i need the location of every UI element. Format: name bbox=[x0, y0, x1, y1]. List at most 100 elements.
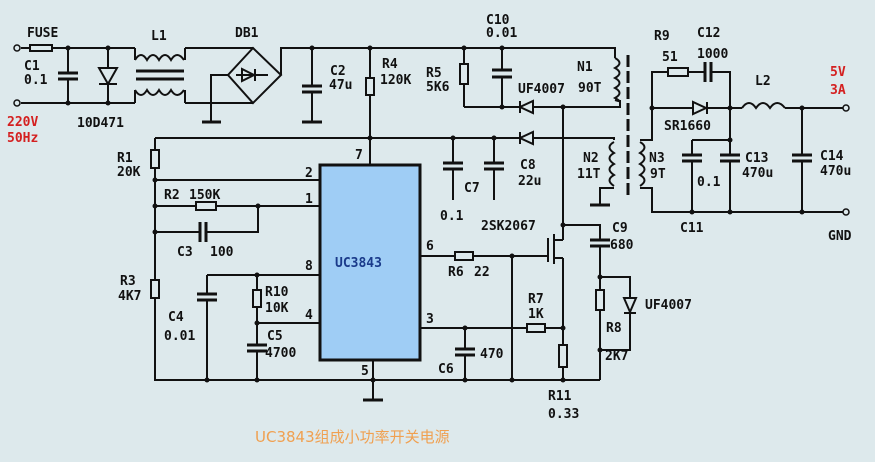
r8-value: 2K7 bbox=[605, 349, 628, 364]
r10-resistor bbox=[252, 289, 262, 308]
c6-name: C6 bbox=[438, 362, 454, 377]
q1-label: 2SK2067 bbox=[481, 219, 536, 234]
c12-name: C12 bbox=[697, 26, 720, 41]
d3-sr1660 bbox=[692, 100, 709, 116]
varistor-symbol bbox=[97, 67, 119, 87]
gnd-label: GND bbox=[828, 229, 852, 244]
r6-name: R6 bbox=[448, 265, 464, 280]
pin-5: 5 bbox=[361, 364, 369, 379]
c6-value: 470 bbox=[480, 347, 504, 362]
r1-value: 20K bbox=[117, 165, 141, 180]
c13-name: C13 bbox=[745, 151, 768, 166]
c14-value: 470u bbox=[820, 164, 851, 179]
r11-resistor bbox=[558, 344, 568, 368]
ic-label: UC3843 bbox=[335, 256, 382, 271]
c11-value: 0.1 bbox=[697, 175, 721, 190]
r7-name: R7 bbox=[528, 292, 544, 307]
c7-value: 0.1 bbox=[440, 209, 464, 224]
c5-name: C5 bbox=[267, 329, 283, 344]
r7-value: 1K bbox=[528, 307, 544, 322]
r9-value: 51 bbox=[662, 50, 678, 65]
n2-name: N2 bbox=[583, 151, 599, 166]
uc3843-chip bbox=[318, 163, 422, 362]
r4-name: R4 bbox=[382, 57, 398, 72]
d2-aux-diode bbox=[517, 130, 534, 146]
r11-value: 0.33 bbox=[548, 407, 579, 422]
l1-coil-bottom bbox=[134, 88, 185, 96]
r10-name: R10 bbox=[265, 285, 289, 300]
n3-turns: 9T bbox=[650, 167, 666, 182]
pin-7: 7 bbox=[355, 148, 363, 163]
l1-label: L1 bbox=[151, 29, 167, 44]
r4-resistor bbox=[365, 77, 375, 96]
bridge-diode bbox=[236, 67, 268, 83]
labels: FUSE C1 0.1 220V 50Hz 10D471 L1 DB1 C2 4… bbox=[7, 13, 852, 446]
c13-value: 470u bbox=[742, 166, 773, 181]
pin-2: 2 bbox=[305, 166, 313, 181]
c9-value: 680 bbox=[610, 238, 634, 253]
r11-name: R11 bbox=[548, 389, 572, 404]
r5-resistor bbox=[459, 63, 469, 85]
input-frequency: 50Hz bbox=[7, 131, 38, 146]
c11-name: C11 bbox=[680, 221, 704, 236]
input-terminal-l[interactable] bbox=[13, 44, 21, 52]
terminals bbox=[13, 44, 850, 216]
c3-name: C3 bbox=[177, 245, 193, 260]
pin-8: 8 bbox=[305, 259, 313, 274]
c2-name: C2 bbox=[330, 64, 346, 79]
fuse-label: FUSE bbox=[27, 26, 58, 41]
c1-value: 0.1 bbox=[24, 73, 48, 88]
c12-value: 1000 bbox=[697, 47, 728, 62]
l1-coil-top bbox=[134, 54, 185, 62]
r1-resistor bbox=[150, 149, 160, 169]
r8-resistor bbox=[595, 289, 605, 311]
d1-label: UF4007 bbox=[518, 82, 565, 97]
varistor-label: 10D471 bbox=[77, 116, 124, 131]
l2-coil bbox=[741, 102, 786, 110]
c7-name: C7 bbox=[464, 181, 480, 196]
r10-value: 10K bbox=[265, 301, 289, 316]
db1-label: DB1 bbox=[235, 26, 259, 41]
r8-name: R8 bbox=[606, 321, 622, 336]
component-bodies bbox=[29, 44, 689, 368]
ground-symbols bbox=[202, 120, 610, 402]
n3-winding bbox=[638, 141, 646, 187]
n3-name: N3 bbox=[649, 151, 665, 166]
c1-name: C1 bbox=[24, 59, 40, 74]
c10-name: C10 bbox=[486, 13, 510, 28]
l2-label: L2 bbox=[755, 74, 771, 89]
d4-uf4007 bbox=[622, 297, 638, 315]
c10-value: 0.01 bbox=[486, 26, 517, 41]
c2-value: 47u bbox=[329, 78, 352, 93]
output-current: 3A bbox=[830, 83, 846, 98]
pin-6: 6 bbox=[426, 239, 434, 254]
c4-name: C4 bbox=[168, 310, 184, 325]
r6-resistor bbox=[454, 251, 474, 261]
n2-winding bbox=[608, 141, 616, 187]
n1-name: N1 bbox=[577, 60, 593, 75]
input-voltage: 220V bbox=[7, 115, 38, 130]
r7-resistor bbox=[526, 323, 546, 333]
c8-name: C8 bbox=[520, 158, 536, 173]
output-terminal-gnd[interactable] bbox=[842, 208, 850, 216]
d1-uf4007 bbox=[517, 99, 534, 115]
diagram-title: UC3843组成小功率开关电源 bbox=[255, 428, 450, 446]
capacitor-plates bbox=[58, 62, 812, 357]
r3-resistor bbox=[150, 279, 160, 299]
inductors bbox=[134, 54, 786, 195]
c3-value: 100 bbox=[210, 245, 234, 260]
r3-value: 4K7 bbox=[118, 289, 141, 304]
pin-1: 1 bbox=[305, 192, 313, 207]
r5-value: 5K6 bbox=[426, 80, 450, 95]
input-terminal-n[interactable] bbox=[13, 99, 21, 107]
r4-value: 120K bbox=[380, 73, 411, 88]
n1-turns: 90T bbox=[578, 81, 602, 96]
r9-name: R9 bbox=[654, 29, 670, 44]
r6-value: 22 bbox=[474, 265, 490, 280]
output-terminal-5v[interactable] bbox=[842, 104, 850, 112]
wires bbox=[21, 46, 843, 400]
diodes bbox=[97, 67, 709, 315]
junction-dots bbox=[65, 45, 805, 383]
n1-winding bbox=[612, 57, 621, 103]
